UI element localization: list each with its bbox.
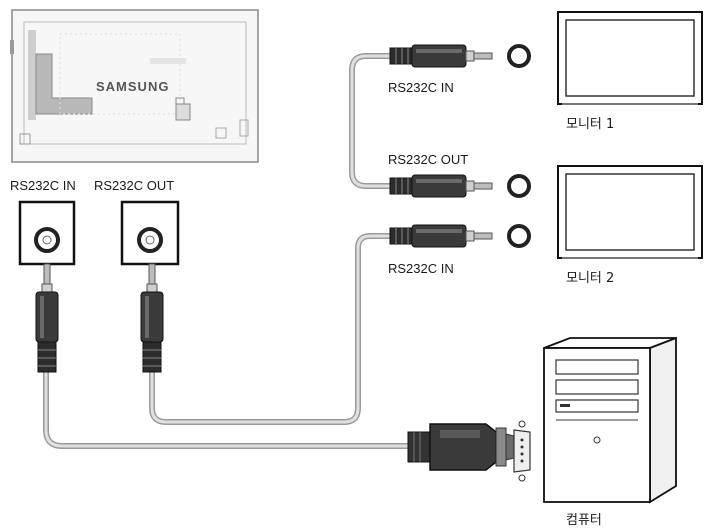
serial-port	[513, 420, 531, 482]
display-back-panel	[10, 9, 259, 163]
port-box-rs232c-out	[120, 200, 180, 266]
cable-right	[149, 233, 395, 425]
monitor-2	[557, 165, 703, 259]
cable-loop	[349, 53, 395, 189]
port-box-rs232c-in	[18, 200, 76, 266]
monitor-1	[557, 11, 703, 105]
plug-left	[35, 263, 59, 373]
computer-tower-icon	[543, 336, 677, 504]
label-rs232c-out-top: RS232C OUT	[94, 178, 174, 193]
plug-monitor2-in	[389, 224, 531, 248]
plug-right	[140, 263, 164, 373]
dsub9-connector	[407, 423, 515, 471]
label-monitor-2: 모니터 2	[566, 271, 614, 286]
cables	[43, 53, 413, 449]
label-monitor1-out: RS232C OUT	[388, 152, 468, 167]
label-monitor1-in: RS232C IN	[388, 80, 454, 95]
plug-monitor1-in	[389, 44, 531, 68]
label-rs232c-in-top: RS232C IN	[10, 178, 76, 193]
brand-logo-text: SAMSUNG	[96, 79, 169, 94]
label-computer: 컴퓨터	[566, 513, 602, 528]
label-monitor-1: 모니터 1	[566, 117, 614, 132]
plug-monitor1-out	[389, 174, 531, 198]
label-monitor2-in: RS232C IN	[388, 261, 454, 276]
